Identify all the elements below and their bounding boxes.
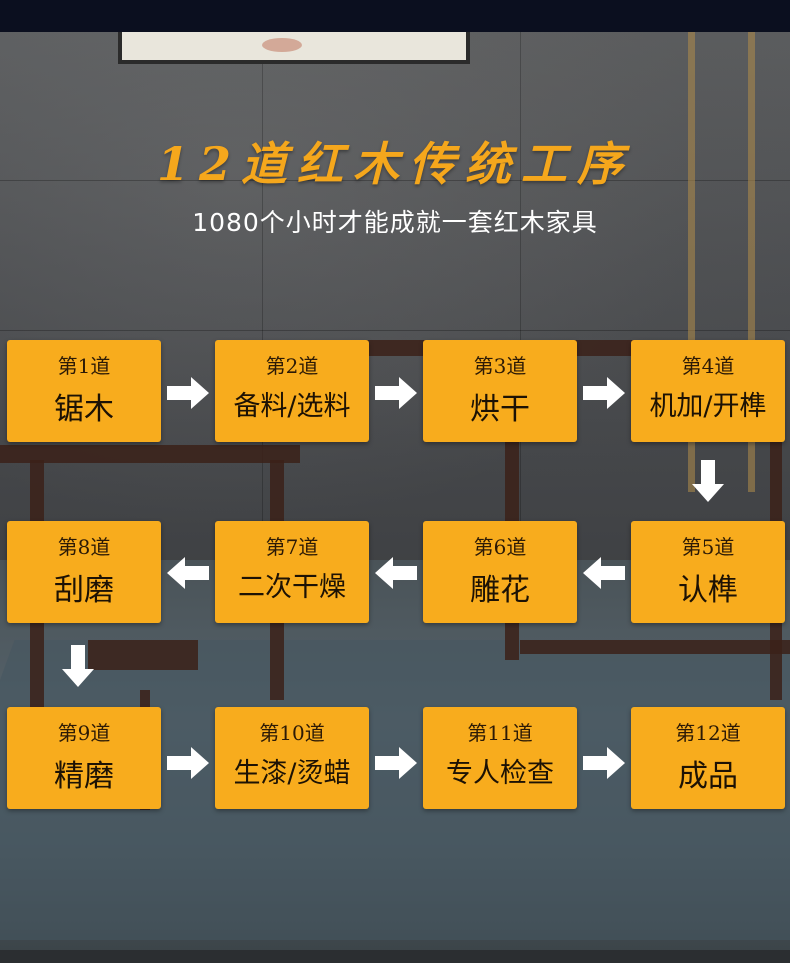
step-card-10: 第10道 生漆/烫蜡: [215, 707, 369, 809]
arrow-right-icon: [375, 747, 417, 779]
wall-seam: [0, 180, 790, 181]
top-bar: [0, 0, 790, 32]
step-number: 第10道: [259, 721, 325, 745]
step-number: 第6道: [473, 535, 527, 559]
step-name: 成品: [678, 759, 738, 794]
step-name: 烘干: [470, 392, 530, 427]
step-card-4: 第4道 机加/开榫: [631, 340, 785, 442]
step-name: 锯木: [54, 392, 114, 427]
arrow-down-icon: [62, 645, 94, 687]
page-subtitle: 1080个小时才能成就一套红木家具: [192, 208, 598, 237]
step-number: 第12道: [675, 721, 741, 745]
step-number: 第11道: [467, 721, 533, 745]
step-name: 生漆/烫蜡: [233, 758, 351, 789]
furniture-shape: [88, 640, 198, 670]
step-card-11: 第11道 专人检查: [423, 707, 577, 809]
step-name: 刮磨: [54, 573, 114, 608]
arrow-left-icon: [583, 557, 625, 589]
arrow-right-icon: [375, 377, 417, 409]
step-card-7: 第7道 二次干燥: [215, 521, 369, 623]
page-title: 12道红木传统工序: [156, 137, 633, 191]
step-name: 雕花: [470, 573, 530, 608]
arrow-left-icon: [167, 557, 209, 589]
arrow-right-icon: [583, 747, 625, 779]
step-name: 专人检查: [446, 758, 554, 789]
step-card-5: 第5道 认榫: [631, 521, 785, 623]
wall-seam: [520, 32, 521, 592]
bottom-band: [0, 950, 790, 963]
step-number: 第4道: [681, 354, 735, 378]
arrow-down-icon: [692, 460, 724, 502]
step-number: 第8道: [57, 535, 111, 559]
step-name: 认榫: [678, 573, 738, 608]
step-name: 机加/开榫: [649, 391, 767, 422]
screen-frame: [748, 32, 755, 492]
step-number: 第1道: [57, 354, 111, 378]
step-number: 第7道: [265, 535, 319, 559]
step-number: 第2道: [265, 354, 319, 378]
furniture-shape: [0, 445, 300, 463]
step-card-1: 第1道 锯木: [7, 340, 161, 442]
arrow-left-icon: [375, 557, 417, 589]
step-card-8: 第8道 刮磨: [7, 521, 161, 623]
step-name: 精磨: [54, 759, 114, 794]
step-card-3: 第3道 烘干: [423, 340, 577, 442]
wall-painting: [118, 32, 470, 64]
furniture-shape: [520, 640, 790, 654]
step-card-6: 第6道 雕花: [423, 521, 577, 623]
step-number: 第9道: [57, 721, 111, 745]
background-wall: [0, 32, 790, 592]
step-number: 第5道: [681, 535, 735, 559]
step-name: 备料/选料: [233, 391, 351, 422]
step-card-12: 第12道 成品: [631, 707, 785, 809]
step-card-2: 第2道 备料/选料: [215, 340, 369, 442]
step-name: 二次干燥: [238, 572, 346, 603]
step-number: 第3道: [473, 354, 527, 378]
screen-frame: [688, 32, 695, 492]
arrow-right-icon: [167, 377, 209, 409]
wall-seam: [0, 330, 790, 331]
arrow-right-icon: [167, 747, 209, 779]
step-card-9: 第9道 精磨: [7, 707, 161, 809]
arrow-right-icon: [583, 377, 625, 409]
wall-seam: [262, 32, 263, 592]
